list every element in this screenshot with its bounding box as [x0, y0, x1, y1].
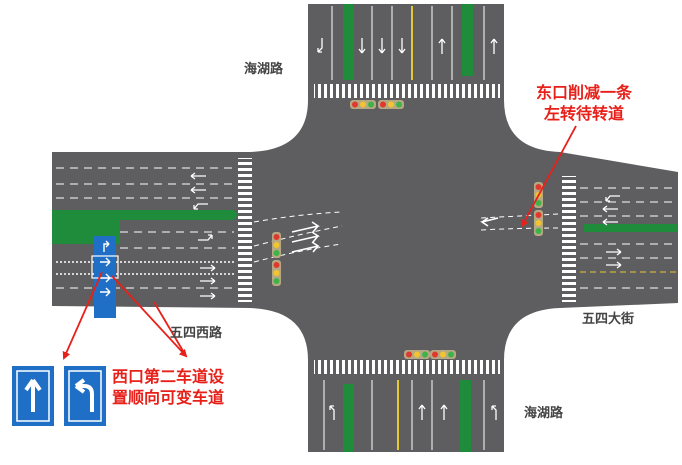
traffic-signal-icon [378, 100, 404, 109]
lane-lines [56, 6, 676, 450]
west-crosswalk [238, 158, 252, 302]
turn-guides [253, 211, 559, 263]
crosswalks [238, 84, 576, 374]
north-left-median [343, 4, 354, 80]
east-crosswalk [562, 176, 576, 302]
north-right-median [462, 4, 473, 76]
left-turn-arrow-icon [74, 378, 94, 412]
south-crosswalk [314, 360, 500, 374]
road-surface [52, 4, 678, 452]
traffic-signal-icon [350, 100, 376, 109]
callout-arrows [62, 125, 577, 360]
traffic-signals [272, 100, 543, 359]
traffic-signal-icon [272, 232, 281, 258]
traffic-signal-icon [272, 260, 281, 286]
east-median [584, 224, 678, 232]
straight-arrow-icon [24, 378, 42, 412]
medians [52, 4, 678, 452]
west-road-name: 五四西路 [170, 326, 223, 341]
turn-arrows [291, 217, 499, 253]
left-turn-sign [64, 366, 106, 426]
west-median [52, 210, 237, 244]
east-annotation: 东口削减一条 左转待转道 [536, 82, 632, 124]
east-annotation-line1: 东口削减一条 [536, 83, 633, 102]
east-annotation-line2: 左转待转道 [544, 104, 625, 123]
east-road-name: 五四大街 [582, 312, 635, 327]
asphalt [52, 4, 678, 452]
north-crosswalk [314, 84, 500, 98]
traffic-signal-icon [430, 350, 456, 359]
west-annotation-line2: 置顺向可变车道 [112, 388, 225, 407]
south-road-name: 海湖路 [524, 406, 564, 421]
west-annotation-line1: 西口第二车道设 [112, 367, 225, 386]
north-road-name: 海湖路 [244, 62, 284, 77]
traffic-signal-icon [404, 350, 430, 359]
south-right-median [460, 380, 471, 452]
west-annotation: 西口第二车道设 置顺向可变车道 [112, 366, 224, 408]
traffic-signal-icon [534, 210, 543, 236]
variable-lane-box [91, 255, 119, 279]
lane-signs [12, 366, 106, 426]
south-left-median [343, 384, 354, 452]
